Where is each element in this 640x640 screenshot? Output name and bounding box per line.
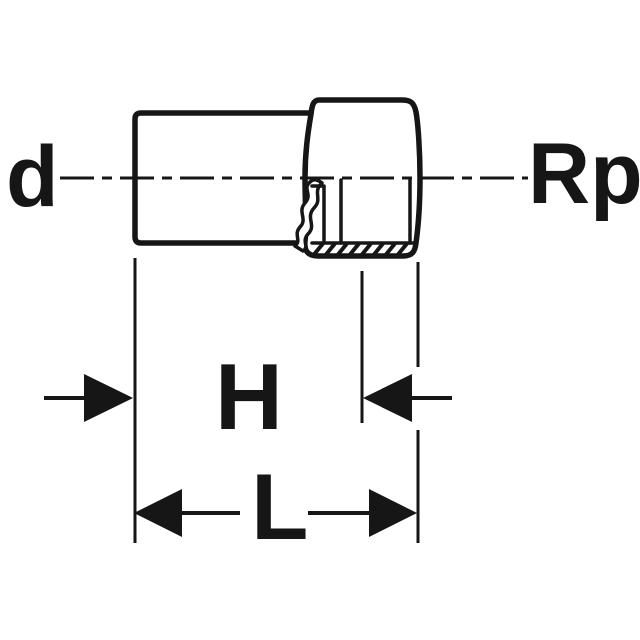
arrowhead-l-left	[134, 489, 182, 537]
arrowhead-l-right	[369, 489, 417, 537]
label-thread-rp: Rp	[528, 126, 640, 222]
label-diameter-d: d	[6, 129, 59, 225]
thread-hatching	[312, 242, 409, 256]
dimension-l	[134, 489, 417, 537]
arrowhead-h-left	[84, 374, 133, 422]
label-dimension-h: H	[215, 344, 283, 449]
label-dimension-l: L	[251, 454, 308, 559]
press-end-outline	[132, 110, 314, 246]
break-line	[293, 178, 324, 253]
socket-outline	[302, 97, 423, 259]
extension-lines	[133, 258, 420, 543]
bore-section-lines	[310, 178, 415, 245]
dimension-h	[44, 374, 452, 422]
arrowhead-h-right	[363, 374, 412, 422]
